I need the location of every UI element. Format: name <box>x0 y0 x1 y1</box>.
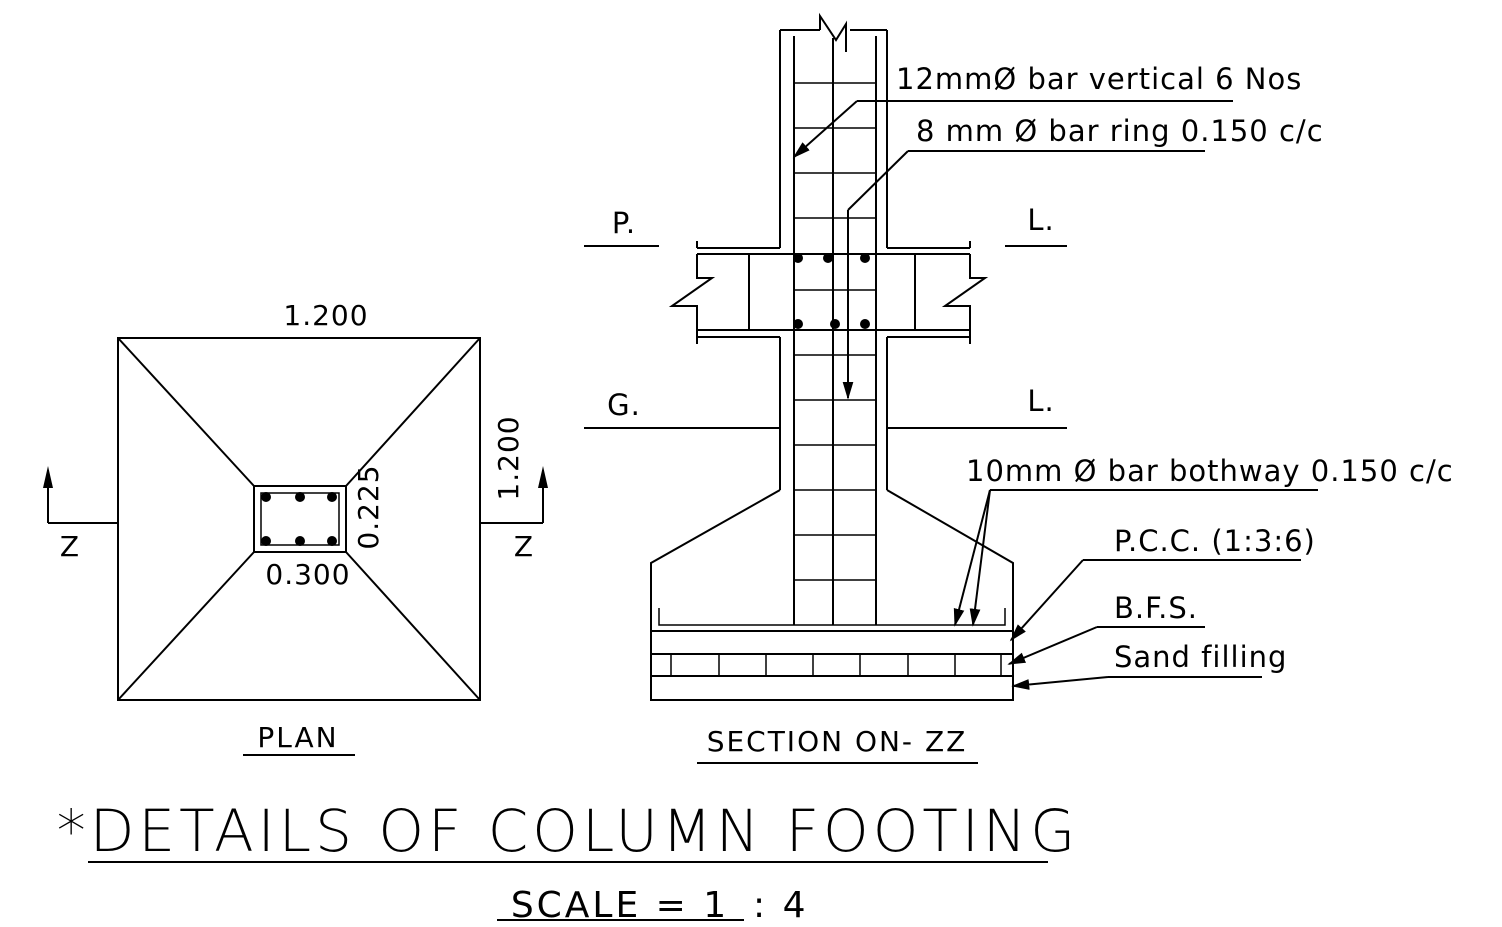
plan-dim-top: 1.200 <box>283 299 368 332</box>
note-vertical-bar: 12mmØ bar vertical 6 Nos <box>896 62 1302 96</box>
leader-vertical-bar <box>792 100 1233 159</box>
beam-rebar-dots <box>793 253 870 329</box>
bfs-layer <box>650 653 1014 677</box>
note-bothway-bar: 10mm Ø bar bothway 0.150 c/c <box>966 454 1454 488</box>
plan-dim-column-depth: 0.225 <box>352 464 385 549</box>
plan-rebar-dots <box>261 492 337 546</box>
pcc-layer <box>650 630 1014 655</box>
ring-stirrups <box>794 82 876 581</box>
label-p: P. <box>612 206 636 240</box>
sand-filling-layer <box>650 675 1014 701</box>
plinth-beam <box>668 241 989 428</box>
plan-dim-right: 1.200 <box>492 415 525 500</box>
plan-view: 1.200 1.200 0.300 0.225 Z Z PLAN <box>43 299 548 756</box>
plan-caption: PLAN <box>257 721 338 754</box>
section-marker-right <box>480 466 548 524</box>
footing-bottom-bar <box>658 608 1006 626</box>
plan-column-outer <box>253 485 347 553</box>
beam-break-left <box>668 254 716 330</box>
plan-diagonal <box>345 337 481 487</box>
column-break-symbol <box>819 12 847 52</box>
plan-diagonal <box>117 551 255 701</box>
note-pcc: P.C.C. (1:3:6) <box>1114 524 1316 558</box>
plan-footing-outline <box>117 337 481 701</box>
section-marker-left <box>43 466 118 524</box>
leader-sand <box>1011 676 1262 690</box>
section-mark-left-label: Z <box>60 530 80 563</box>
section-caption: SECTION ON- ZZ <box>707 725 968 758</box>
leader-bfs <box>1007 626 1205 665</box>
note-ring-bar: 8 mm Ø bar ring 0.150 c/c <box>916 114 1324 148</box>
label-g: G. <box>607 388 641 422</box>
note-bfs: B.F.S. <box>1114 591 1198 625</box>
scale-ratio: : 4 <box>753 885 808 926</box>
plan-dim-column-width: 0.300 <box>265 558 350 591</box>
note-sand: Sand filling <box>1114 640 1287 674</box>
leader-ring-bar <box>842 150 1205 400</box>
section-view: P. L. G. L. 12mmØ b <box>584 12 1454 764</box>
drawing-title: *DETAILS OF COLUMN FOOTING <box>57 797 1079 865</box>
label-l-bottom: L. <box>1027 384 1054 418</box>
leader-bothway-bar <box>953 489 1318 627</box>
beam-break-right <box>941 254 989 330</box>
section-mark-right-label: Z <box>514 530 534 563</box>
label-l-top: L. <box>1027 203 1054 237</box>
plan-diagonal <box>117 337 255 487</box>
leader-pcc <box>1009 559 1301 642</box>
plan-diagonal <box>345 551 481 701</box>
